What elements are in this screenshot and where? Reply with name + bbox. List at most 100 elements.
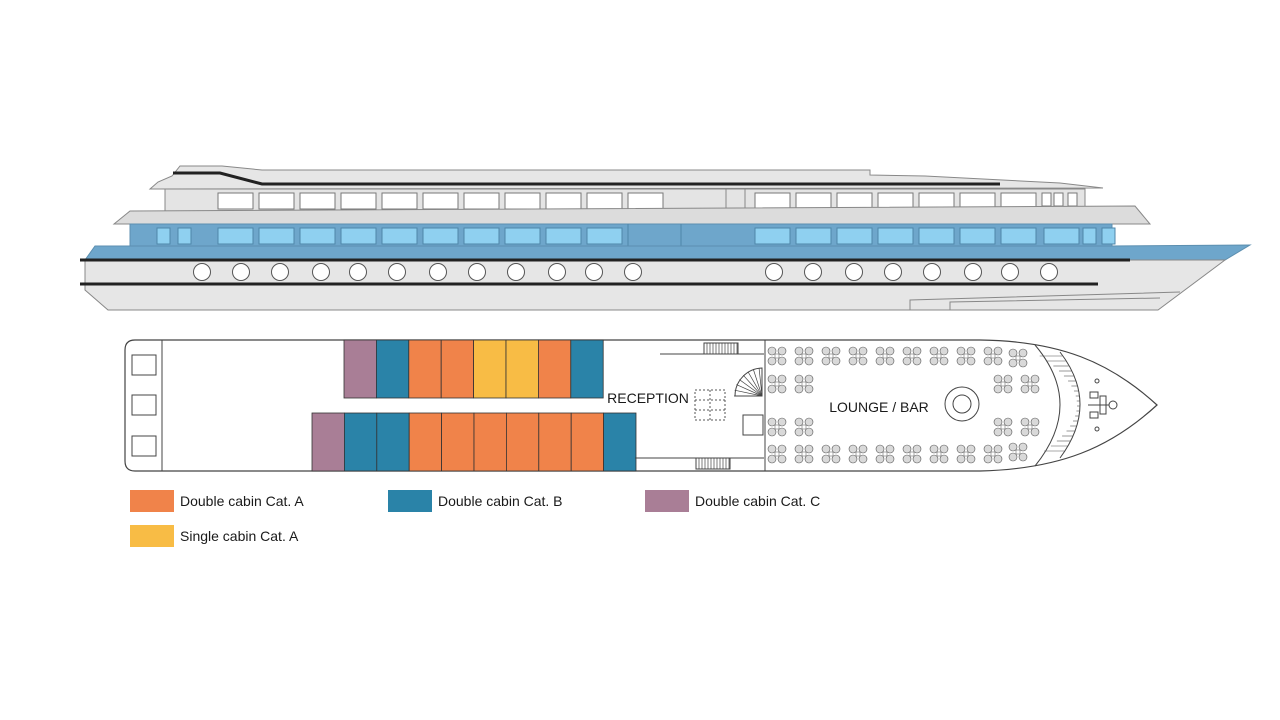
seating-group xyxy=(875,444,895,464)
porthole xyxy=(1040,263,1058,281)
seating-group xyxy=(956,346,976,366)
cabin-lower xyxy=(441,412,475,472)
cabin-lower xyxy=(311,412,345,472)
seating-group xyxy=(848,346,868,366)
seating-group xyxy=(929,346,949,366)
middle-window xyxy=(959,227,996,245)
hull-bow-lines xyxy=(909,291,1181,310)
stern-box-1 xyxy=(131,354,157,376)
porthole xyxy=(585,263,603,281)
seating-group xyxy=(767,374,787,394)
legend-swatch-single-a xyxy=(130,525,174,547)
seating-group xyxy=(956,444,976,464)
porthole xyxy=(312,263,330,281)
seating-group xyxy=(821,346,841,366)
middle-window xyxy=(918,227,955,245)
cabin-row-upper xyxy=(343,339,604,399)
middle-window xyxy=(422,227,459,245)
cabin-lower xyxy=(473,412,507,472)
porthole xyxy=(548,263,566,281)
legend-swatch-double-b xyxy=(388,490,432,512)
upper-window xyxy=(463,192,500,210)
middle-window xyxy=(877,227,914,245)
ship-side-view xyxy=(80,165,1252,311)
upper-window-small xyxy=(1067,192,1078,207)
upper-window xyxy=(627,192,664,210)
cabin-lower xyxy=(570,412,605,472)
middle-deck-overhang xyxy=(112,205,1152,225)
seating-group xyxy=(767,444,787,464)
seating-group xyxy=(1008,348,1028,368)
upper-window-small xyxy=(1041,192,1052,207)
middle-window xyxy=(504,227,541,245)
seating-group xyxy=(902,346,922,366)
porthole xyxy=(468,263,486,281)
pillar-box xyxy=(742,414,764,436)
cabin-lower xyxy=(408,412,443,472)
upper-window xyxy=(422,192,459,210)
seating-group xyxy=(1008,442,1028,462)
upper-window xyxy=(217,192,254,210)
legend-swatch-double-a xyxy=(130,490,174,512)
porthole xyxy=(388,263,406,281)
legend-label-single-a: Single cabin Cat. A xyxy=(180,528,299,544)
seating-group xyxy=(1020,417,1040,437)
upper-window-small xyxy=(1053,192,1064,207)
cabin-lower xyxy=(376,412,410,472)
legend-swatch-double-c xyxy=(645,490,689,512)
upper-window xyxy=(340,192,377,210)
middle-window xyxy=(586,227,623,245)
cabin-upper xyxy=(473,339,507,399)
seating-group xyxy=(929,444,949,464)
cabin-lower xyxy=(343,412,378,472)
upper-window xyxy=(381,192,418,210)
middle-window xyxy=(1000,227,1037,245)
cabin-row-lower xyxy=(311,412,637,472)
upper-window xyxy=(504,192,541,210)
cabin-upper xyxy=(505,339,539,399)
middle-window xyxy=(1043,227,1080,245)
cabin-lower xyxy=(538,412,572,472)
middle-window-small xyxy=(156,227,171,245)
seating-group xyxy=(794,346,814,366)
cabin-upper xyxy=(538,339,572,399)
porthole xyxy=(429,263,447,281)
porthole xyxy=(964,263,982,281)
middle-deck-windows xyxy=(156,224,1116,246)
porthole xyxy=(193,263,211,281)
sun-deck xyxy=(148,165,1104,190)
seating-group xyxy=(1020,374,1040,394)
cabin-upper xyxy=(440,339,475,399)
middle-window xyxy=(299,227,336,245)
seating-group xyxy=(767,417,787,437)
upper-window xyxy=(754,192,791,210)
legend-label-double-b: Double cabin Cat. B xyxy=(438,493,563,509)
middle-window xyxy=(754,227,791,245)
porthole xyxy=(232,263,250,281)
reception-label: RECEPTION xyxy=(607,390,689,406)
upper-window xyxy=(836,192,873,210)
lounge-seating xyxy=(767,346,1040,464)
legend-item-single-a: Single cabin Cat. A xyxy=(130,525,298,547)
middle-window xyxy=(836,227,873,245)
porthole xyxy=(624,263,642,281)
upper-window xyxy=(877,192,914,210)
hull-portholes xyxy=(193,263,1058,281)
porthole xyxy=(507,263,525,281)
seating-group xyxy=(875,346,895,366)
reception-desk-icon xyxy=(694,389,726,421)
porthole xyxy=(884,263,902,281)
middle-window-small xyxy=(177,227,192,245)
middle-window xyxy=(217,227,254,245)
porthole xyxy=(1001,263,1019,281)
cabin-upper xyxy=(570,339,604,399)
middle-window xyxy=(258,227,295,245)
stairs-bottom-icon xyxy=(695,457,731,470)
seating-group xyxy=(767,346,787,366)
middle-window xyxy=(381,227,418,245)
cabin-upper xyxy=(343,339,377,399)
anchor-winch-icon xyxy=(1088,378,1118,432)
seating-group xyxy=(993,374,1013,394)
seating-group xyxy=(983,444,1003,464)
